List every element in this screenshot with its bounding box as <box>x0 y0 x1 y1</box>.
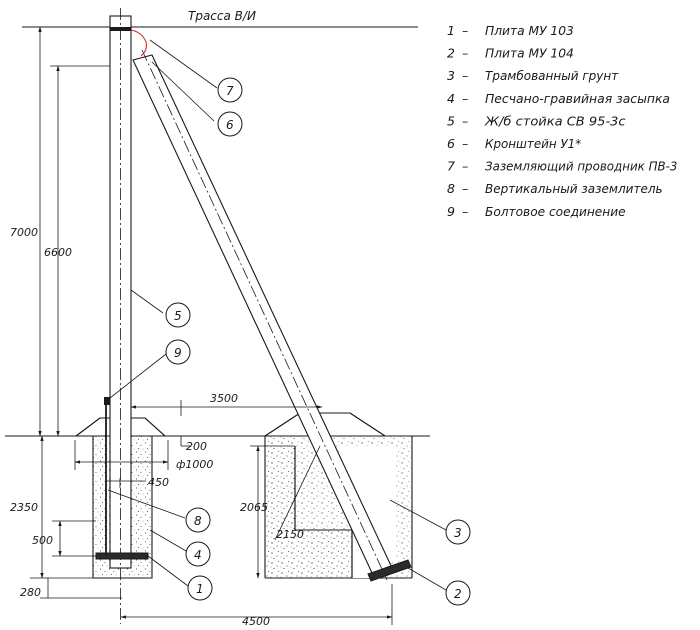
legend-dash: – <box>462 91 468 106</box>
plate-mu-104 <box>367 559 412 582</box>
callout-8: 8 <box>185 507 211 533</box>
dim-200: 200 <box>186 440 207 453</box>
legend-text: Ж/б стойка СВ 95-3с <box>484 113 626 128</box>
legend-dash: – <box>462 23 468 38</box>
legend-dash: – <box>462 159 468 174</box>
svg-text:9: 9 <box>174 346 182 360</box>
trace-label: Трасса В/И <box>188 9 256 23</box>
dim-2350: 2350 <box>10 501 38 514</box>
legend-dash: – <box>462 68 468 83</box>
svg-text:2: 2 <box>454 587 462 601</box>
legend-item-9: 9– Болтовое соединение <box>447 204 626 219</box>
legend-number: 9 <box>447 204 455 219</box>
legend-dash: – <box>462 136 468 151</box>
leader-2 <box>407 567 447 591</box>
leader-7 <box>149 39 218 89</box>
legend-text: Кронштейн У1* <box>485 136 581 151</box>
leader-9 <box>109 353 167 399</box>
leader-1 <box>147 555 189 587</box>
dim-2150: 2150 <box>276 528 304 541</box>
legend-text: Трамбованный грунт <box>485 68 619 83</box>
legend-item-6: 6– Кронштейн У1* <box>447 136 581 151</box>
svg-text:6: 6 <box>226 118 234 132</box>
callout-9: 9 <box>165 339 191 365</box>
strut-axis <box>141 49 388 581</box>
legend-item-7: 7– Заземляющий проводник ПВ-3 <box>447 159 677 174</box>
dim-280: 280 <box>20 586 41 599</box>
callout-1: 1 <box>187 575 213 601</box>
dim-7000: 7000 <box>10 226 38 239</box>
dim-500: 500 <box>32 534 53 547</box>
callout-3: 3 <box>445 519 471 545</box>
legend-number: 6 <box>447 136 455 151</box>
dim-2065: 2065 <box>240 501 268 514</box>
svg-text:3: 3 <box>454 526 462 540</box>
legend-item-1: 1– Плита МУ 103 <box>447 23 574 38</box>
legend-dash: – <box>462 46 468 61</box>
legend-number: 8 <box>447 181 455 196</box>
legend-number: 3 <box>447 68 455 83</box>
callout-6: 6 <box>217 111 243 137</box>
legend-number: 5 <box>447 113 455 128</box>
svg-text:5: 5 <box>174 309 182 323</box>
legend-number: 1 <box>447 23 455 38</box>
legend-item-3: 3– Трамбованный грунт <box>447 68 619 83</box>
plate-mu-103 <box>95 552 149 560</box>
legend-text: Заземляющий проводник ПВ-3 <box>485 159 677 174</box>
pole-top-band <box>110 27 131 31</box>
legend-number: 7 <box>447 159 455 174</box>
leader-8 <box>107 489 186 519</box>
svg-text:7: 7 <box>226 84 234 98</box>
svg-text:8: 8 <box>194 514 202 528</box>
callout-5: 5 <box>165 302 191 328</box>
legend-dash: – <box>462 204 468 219</box>
legend-item-8: 8– Вертикальный заземлитель <box>447 181 663 196</box>
dim-4500: 4500 <box>242 615 270 628</box>
legend-number: 2 <box>447 46 455 61</box>
svg-text:1: 1 <box>196 582 204 596</box>
legend-item-2: 2– Плита МУ 104 <box>447 46 574 61</box>
callout-7: 7 <box>217 77 243 103</box>
svg-text:4: 4 <box>194 548 202 562</box>
bolt-connection <box>104 397 110 405</box>
leader-6 <box>151 61 215 122</box>
leader-3 <box>389 499 447 531</box>
callout-4: 4 <box>185 541 211 567</box>
callout-2: 2 <box>445 580 471 606</box>
legend-dash: – <box>462 113 468 128</box>
legend-text: Плита МУ 103 <box>485 23 574 38</box>
legend-item-5: 5– Ж/б стойка СВ 95-3с <box>447 113 626 128</box>
dim-450: 450 <box>148 476 169 489</box>
legend-number: 4 <box>447 91 455 106</box>
legend-item-4: 4– Песчано-гравийная засыпка <box>447 91 670 106</box>
dim-6600: 6600 <box>44 246 72 259</box>
leader-5 <box>130 289 164 314</box>
dim-3500: 3500 <box>210 392 238 405</box>
dim-1000: ф1000 <box>176 458 213 471</box>
legend-dash: – <box>462 181 468 196</box>
legend-text: Болтовое соединение <box>485 204 626 219</box>
legend-text: Песчано-гравийная засыпка <box>485 91 670 106</box>
leader-4 <box>149 529 187 552</box>
legend-text: Плита МУ 104 <box>485 46 574 61</box>
grounding-conductor <box>130 29 147 57</box>
legend-text: Вертикальный заземлитель <box>485 181 663 196</box>
